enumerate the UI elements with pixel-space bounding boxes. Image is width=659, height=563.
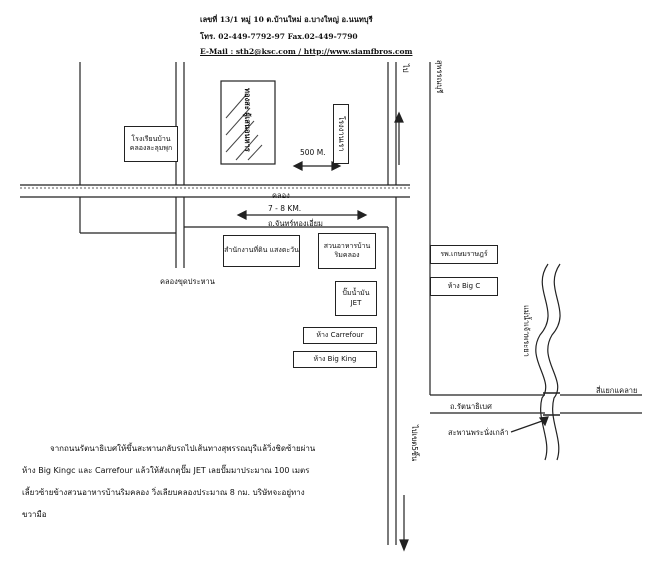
river-label: แม่น้ำเจ้าพระยา [522,305,531,357]
bridge-pointer [510,419,546,433]
distance-km-label: 7 - 8 KM. [268,204,302,213]
bridge-pointer-head [538,416,549,427]
arrow-north-head [394,111,404,123]
canal-bottom-label: คลองขุดประหาน [160,277,215,286]
road-down-label: ไปเขต5ชิ้น [410,425,419,462]
canal-label: คลอง [272,191,290,200]
hospital-landmark: รพ.เกษมราษฎร์ [430,245,498,264]
carrefour-landmark: ห้าง Carrefour [303,327,377,344]
arrow-km-left [236,210,247,220]
office-landmark: สำนักงานที่ดิน แสงตะวัน [223,235,300,267]
arrow-south-head [399,539,409,552]
restaurant-landmark: สวนอาหารบ้าน ริมคลอง [318,233,376,269]
road-to-label: ไป [401,64,410,73]
office-label: สำนักงานที่ดิน แสงตะวัน [224,246,299,255]
gas-station-landmark: ปั๊มน้ำมัน JET [335,281,377,316]
road-main-label: ถ.จันทร์ทองเอี่ยม [268,219,323,228]
road-suphanburi-label: สุพรรณบุรี [435,60,444,94]
bigc-landmark: ห้าง Big C [430,277,498,296]
bigking-label: ห้าง Big King [313,354,357,363]
hatched-building-outline [220,80,276,165]
hatched-building-label: ทองสะ ผู้เสนอนหาร [243,88,252,152]
hospital-label: รพ.เกษมราษฎร์ [440,249,488,258]
road-rattanathibet-label: ถ.รัตนาธิเบศ [450,402,492,411]
directions-line-3: เลี้ยวซ้ายข้างสวนอาหารบ้านริมคลอง วิ่งเล… [22,488,305,497]
carrefour-label: ห้าง Carrefour [316,330,364,339]
gas-station-label: ปั๊มน้ำมัน JET [342,289,370,307]
company-phone: โทร. 02-449-7792-97 Fax.02-449-7790 [200,32,358,41]
distance-500m-label: 500 M. [300,148,326,157]
arrow-500m-left [292,161,303,171]
bigking-landmark: ห้าง Big King [293,351,377,368]
company-email-web: E-Mail : sth2@ksc.com / http://www.siamf… [200,47,413,56]
river-left-bank [535,263,549,461]
river-right-bank [547,263,561,461]
restaurant-label: สวนอาหารบ้าน ริมคลอง [323,241,371,259]
directions-line-4: ขวามือ [22,510,47,519]
school-label: โรงเรียนบ้าน คลองละลุมพุก [129,134,173,152]
company-address: เลขที่ 13/1 หมู่ 10 ต.บ้านใหม่ อ.บางใหญ่… [200,15,373,24]
arrow-500m-right [331,161,342,171]
directions-line-1: จากถนนรัตนาธิเบศให้ขึ้นสะพานกลับรถไปเส้น… [50,444,316,453]
school-landmark: โรงเรียนบ้าน คลองละลุมพุก [124,126,178,162]
bridge-label: สะพานพระนั่งเกล้า [448,428,509,437]
factory-landmark: โรงงานเรา [333,104,349,164]
directions-line-2: ห้าง Big Kingc และ Carrefour แล้วให้สังเ… [22,466,310,475]
factory-label: โรงงานเรา [337,116,347,152]
bigc-label: ห้าง Big C [447,281,481,290]
arrow-km-right [357,210,368,220]
intersection-label: สี่แยกแคลาย [596,386,638,395]
directions-text: จากถนนรัตนาธิเบศให้ขึ้นสะพานกลับรถไปเส้น… [22,438,315,526]
